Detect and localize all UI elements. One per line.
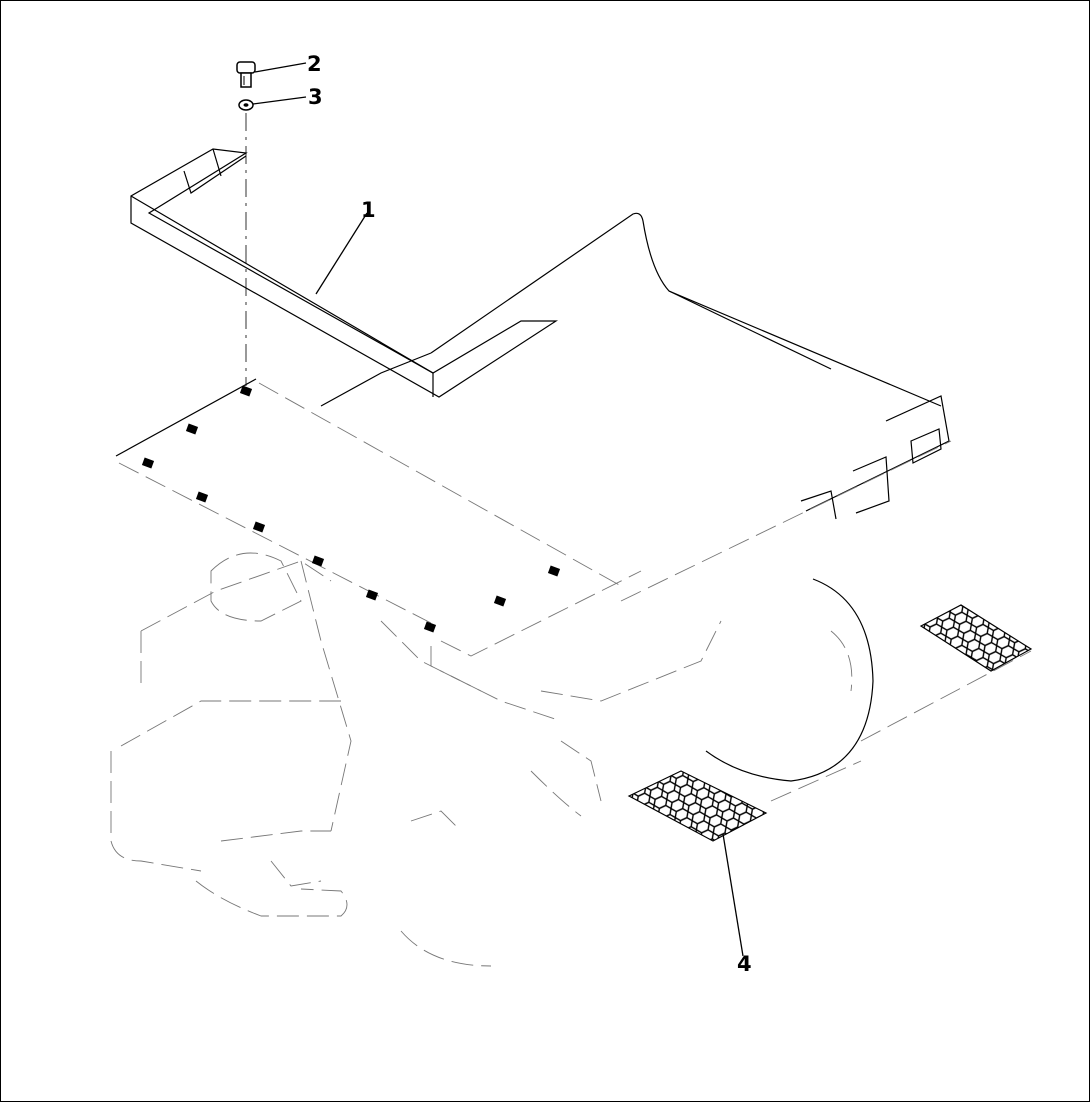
bolt-part-2 (236, 61, 256, 88)
mesh-pad-part-4 (627, 604, 1033, 842)
handrail-part-1 (130, 148, 559, 398)
washer-part-3 (238, 99, 254, 111)
leader-lines (252, 62, 744, 957)
callout-2: 2 (307, 52, 322, 76)
machine-body-outline (110, 212, 1032, 967)
callout-1: 1 (361, 198, 376, 222)
callout-4: 4 (737, 952, 752, 976)
callout-3: 3 (308, 85, 323, 109)
step-mounting-holes (141, 385, 561, 633)
